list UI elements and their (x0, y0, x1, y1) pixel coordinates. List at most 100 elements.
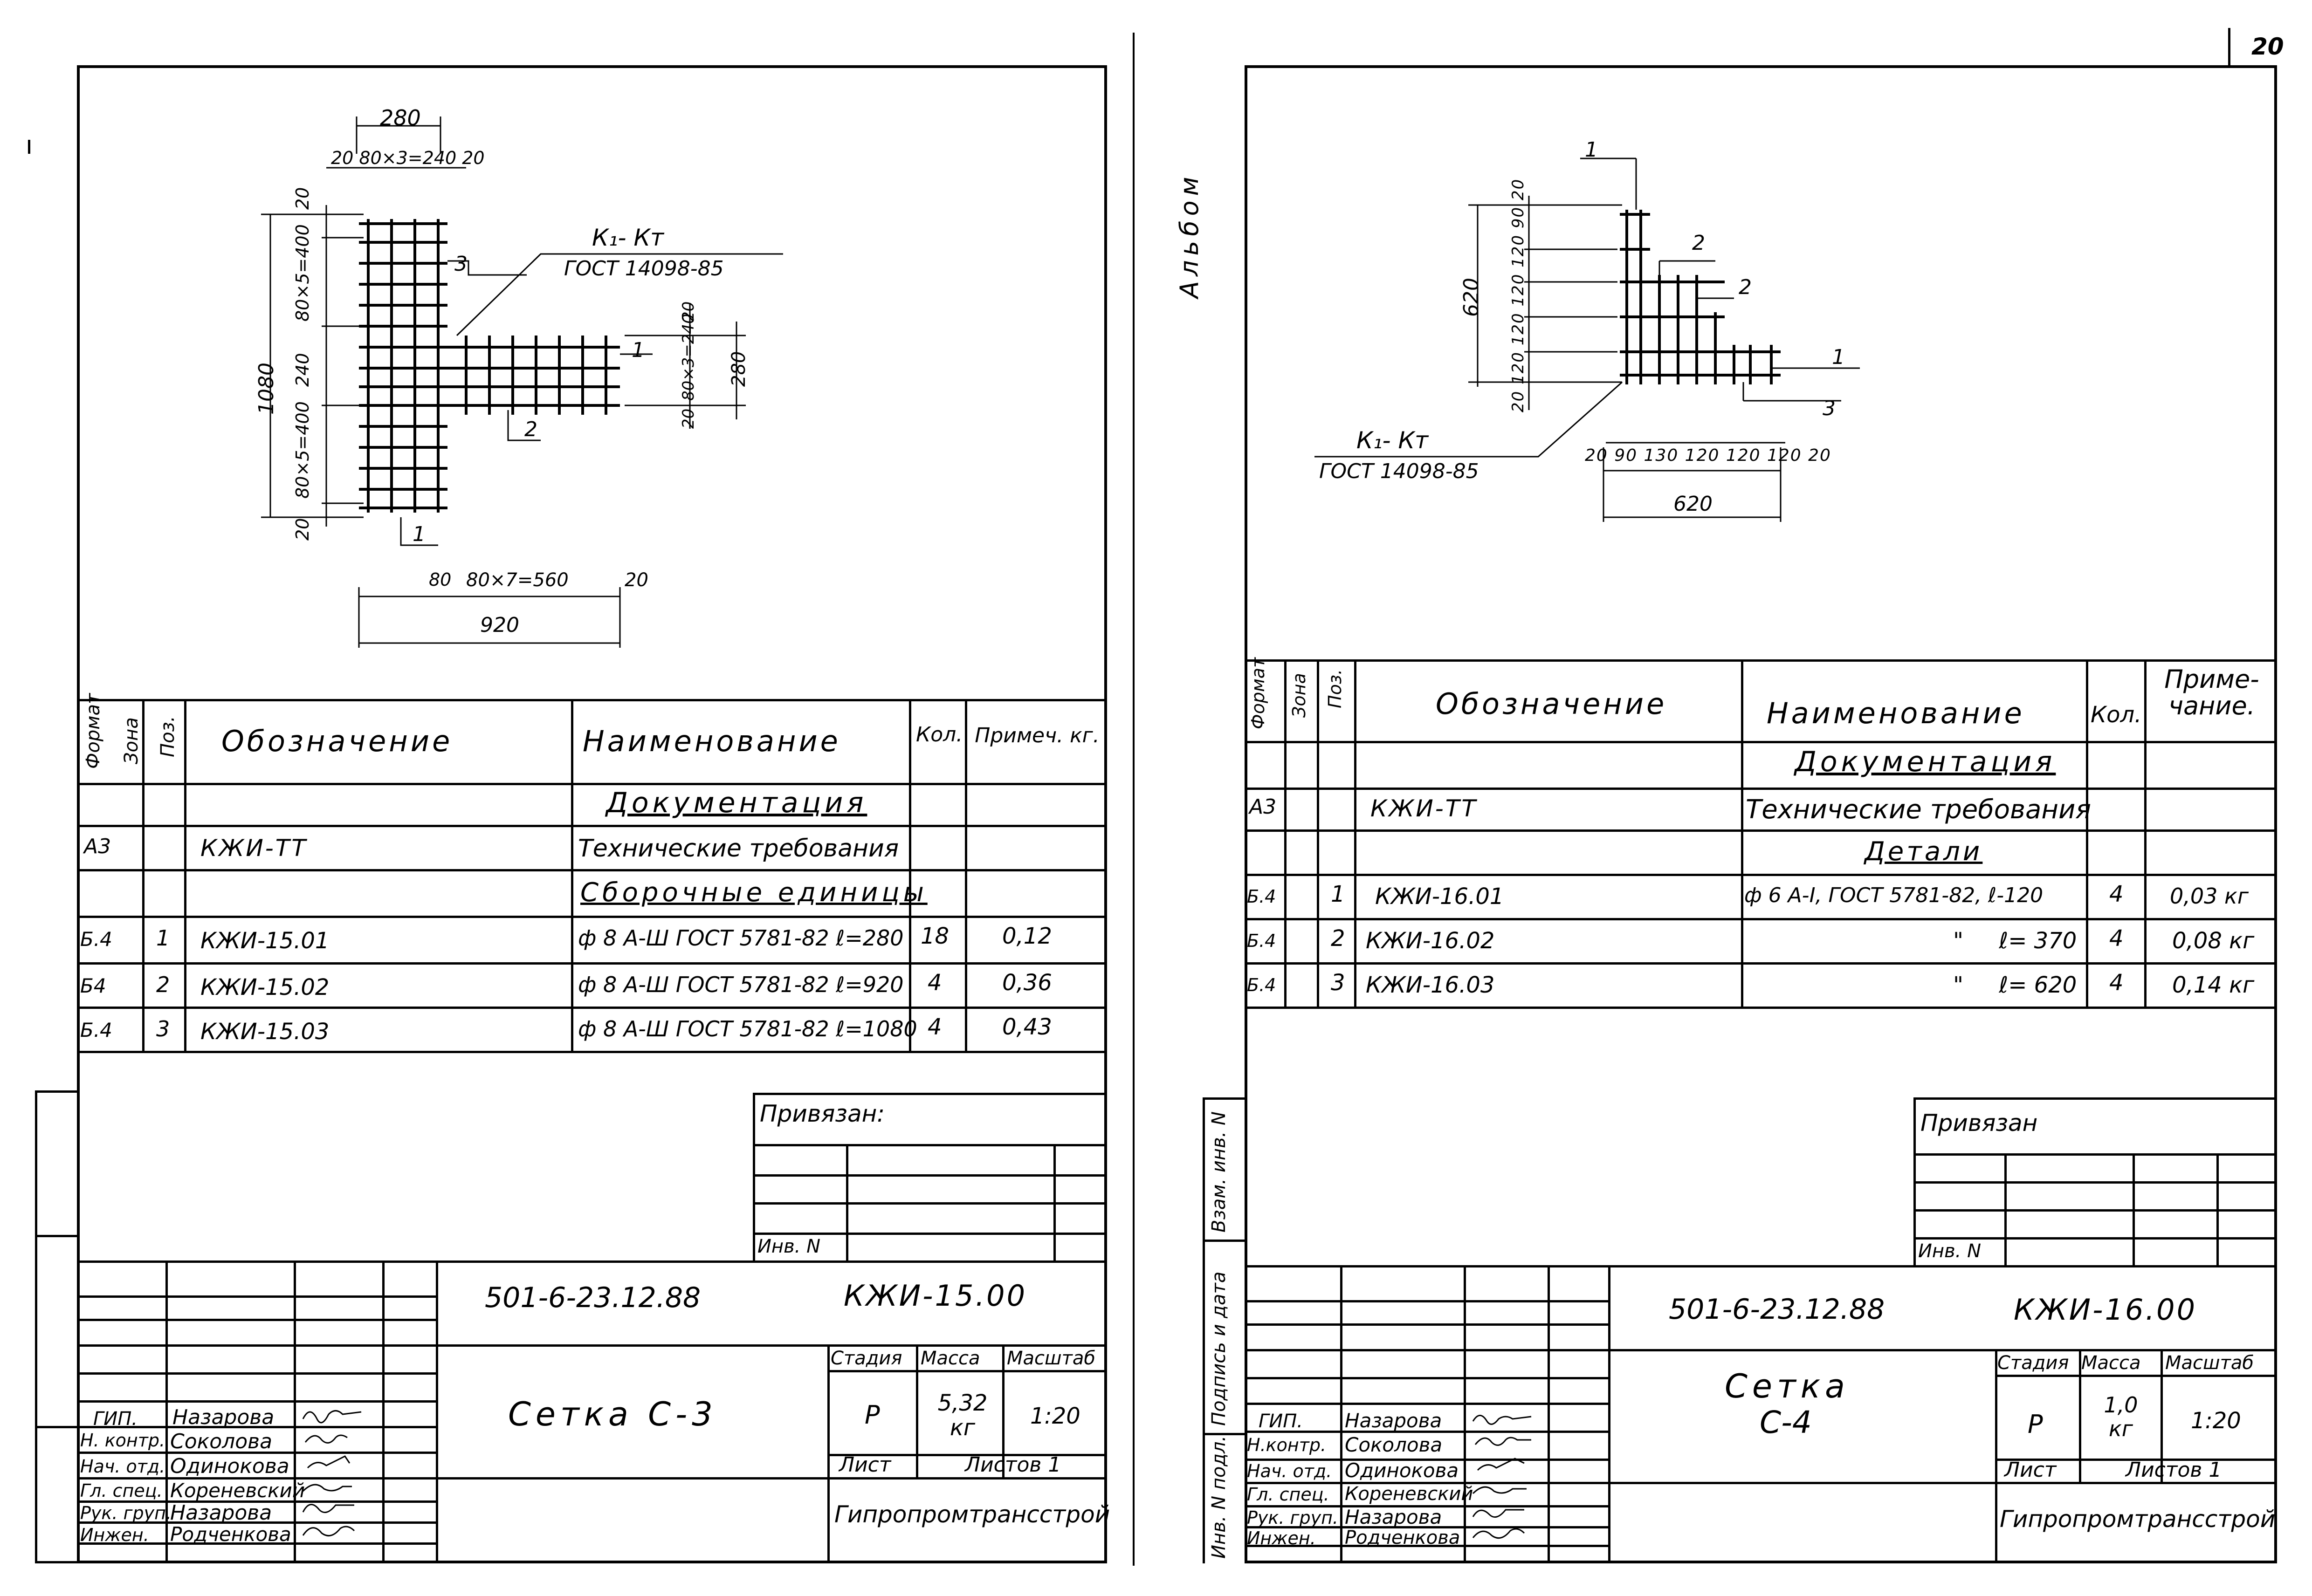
right-org: Гипропромтрансстрой (2000, 1506, 2276, 1533)
right-staff-role-1: Н.контр. (1247, 1435, 1327, 1455)
right-row3-designation: КЖИ-16.01 (1375, 884, 1504, 910)
right-title-line1: Сетка (1725, 1367, 1850, 1405)
right-scale-header: Масштаб (2165, 1352, 2254, 1374)
left-staff-role-5: Инжен. (80, 1525, 149, 1545)
left-row3-format: Б.4 (80, 928, 112, 951)
left-row3-note: 0,12 (1002, 923, 1052, 949)
left-callout-2: 2 (524, 418, 537, 441)
left-staff-role-2: Нач. отд. (80, 1456, 165, 1477)
right-hdr-designation: Обозначение (1436, 687, 1667, 721)
left-mark-label: К₁- Кт (592, 224, 664, 251)
right-stage-header: Стадия (1997, 1352, 2069, 1374)
right-staff-role-2: Нач. отд. (1247, 1461, 1332, 1481)
left-row3-qty: 18 (921, 923, 950, 949)
right-sheet-label: Лист (2004, 1458, 2057, 1482)
left-mass-header: Масса (921, 1348, 980, 1369)
left-title: Сетка С-3 (508, 1395, 717, 1433)
right-staff-name-5: Родченкова (1345, 1527, 1460, 1548)
left-callout-3: 3 (454, 252, 468, 276)
left-callout-1a: 1 (632, 338, 645, 362)
right-staff-role-4: Рук. груп. (1247, 1507, 1339, 1528)
left-dim-bottom-first: 80 (429, 569, 452, 590)
right-title-line2: С-4 (1760, 1404, 1812, 1440)
left-row3-designation: КЖИ-15.01 (200, 928, 330, 954)
left-doc-code: 501-6-23.12.88 (485, 1281, 701, 1314)
left-row5-format: Б.4 (80, 1019, 112, 1041)
left-staff-role-1: Н. контр. (80, 1430, 165, 1451)
left-staff-name-1: Соколова (170, 1430, 273, 1453)
left-privyazan: Привязан: (760, 1100, 885, 1127)
left-dim-bottom-total: 920 (480, 613, 519, 637)
left-row4-format: Б4 (80, 974, 106, 997)
right-row1-format: А3 (1249, 795, 1277, 819)
right-privyazan: Привязан (1920, 1110, 2038, 1137)
right-hdr-note: Приме- чание. (2164, 664, 2259, 720)
left-row4-note: 0,36 (1002, 970, 1052, 996)
left-staff-role-3: Гл. спец. (80, 1480, 163, 1501)
right-row-parts-name: Детали (1865, 836, 1983, 867)
left-staff-name-4: Назарова (170, 1501, 272, 1525)
left-stage: Р (865, 1400, 880, 1430)
right-row1-designation: КЖИ-ТТ (1370, 795, 1478, 822)
right-staff-name-3: Кореневский (1345, 1483, 1473, 1505)
left-dim-top-total: 280 (380, 105, 421, 130)
left-org: Гипропромтрансстрой (834, 1501, 1110, 1528)
left-row4-designation: КЖИ-15.02 (200, 974, 330, 1000)
right-row4-note: 0,08 кг (2172, 928, 2255, 954)
left-hdr-designation: Обозначение (221, 724, 453, 758)
left-sheet-label: Лист (839, 1453, 891, 1477)
left-row1-format: А3 (84, 835, 111, 858)
right-sheet-frame (1245, 65, 2277, 1563)
left-stage-header: Стадия (831, 1348, 902, 1369)
right-row5-name: " ℓ= 620 (1953, 972, 2077, 998)
left-staff-name-3: Кореневский (170, 1479, 305, 1502)
right-gost-label: ГОСТ 14098-85 (1319, 459, 1479, 483)
left-staff-name-2: Одинокова (170, 1454, 289, 1478)
left-row5-pos: 3 (156, 1016, 170, 1041)
right-row4-designation: КЖИ-16.02 (1366, 928, 1495, 954)
left-dim-bottom-edge: 20 (625, 569, 648, 591)
right-row5-designation: КЖИ-16.03 (1366, 972, 1495, 998)
left-row5-designation: КЖИ-15.03 (200, 1019, 330, 1045)
right-callout-2a: 2 (1692, 231, 1705, 255)
right-stage: Р (2028, 1410, 2043, 1439)
right-row5-format: Б.4 (1247, 975, 1276, 995)
left-scale-header: Масштаб (1007, 1348, 1096, 1369)
right-row4-name: " ℓ= 370 (1953, 928, 2077, 954)
right-row4-pos: 2 (1331, 925, 1345, 952)
right-mass-header: Масса (2081, 1352, 2141, 1374)
left-callout-1b: 1 (413, 522, 426, 546)
right-row5-note: 0,14 кг (2172, 972, 2255, 998)
right-mark-label: К₁- Кт (1356, 427, 1429, 454)
right-staff-name-4: Назарова (1345, 1506, 1442, 1528)
right-callout-3: 3 (1823, 397, 1836, 420)
right-doc-code: 501-6-23.12.88 (1669, 1293, 1885, 1326)
right-row-doc-name: Документация (1795, 746, 2056, 778)
left-staff-role-4: Рук. груп. (80, 1503, 172, 1523)
left-row-doc-name: Документация (606, 787, 867, 819)
left-row4-qty: 4 (928, 970, 942, 996)
right-callout-1b: 1 (1832, 345, 1845, 369)
left-row1-name: Технические требования (578, 835, 899, 863)
right-row3-qty: 4 (2109, 881, 2124, 907)
right-row3-format: Б.4 (1247, 886, 1276, 907)
right-dim-h-parts: 20 90 130 120 120 120 20 (1585, 446, 1831, 465)
left-gost-label: ГОСТ 14098-85 (564, 257, 724, 281)
left-row1-designation: КЖИ-ТТ (200, 835, 308, 862)
left-sheets-label: Листов 1 (965, 1453, 1061, 1477)
left-hdr-qty: Кол. (916, 723, 963, 747)
right-row1-name: Технические требования (1746, 795, 2092, 825)
left-doc-mark: КЖИ-15.00 (844, 1279, 1027, 1313)
right-staff-name-2: Одинокова (1345, 1459, 1459, 1482)
right-staff-role-3: Гл. спец. (1247, 1484, 1329, 1505)
right-row3-pos: 1 (1331, 881, 1345, 907)
right-callout-1a: 1 (1585, 138, 1598, 162)
left-staff-name-5: Родченкова (170, 1523, 291, 1546)
right-dim-h-total: 620 (1673, 492, 1713, 516)
right-staff-role-0: ГИП. (1259, 1411, 1303, 1432)
left-staff-role-0: ГИП. (93, 1408, 138, 1430)
left-sheet-frame (77, 65, 1107, 1563)
